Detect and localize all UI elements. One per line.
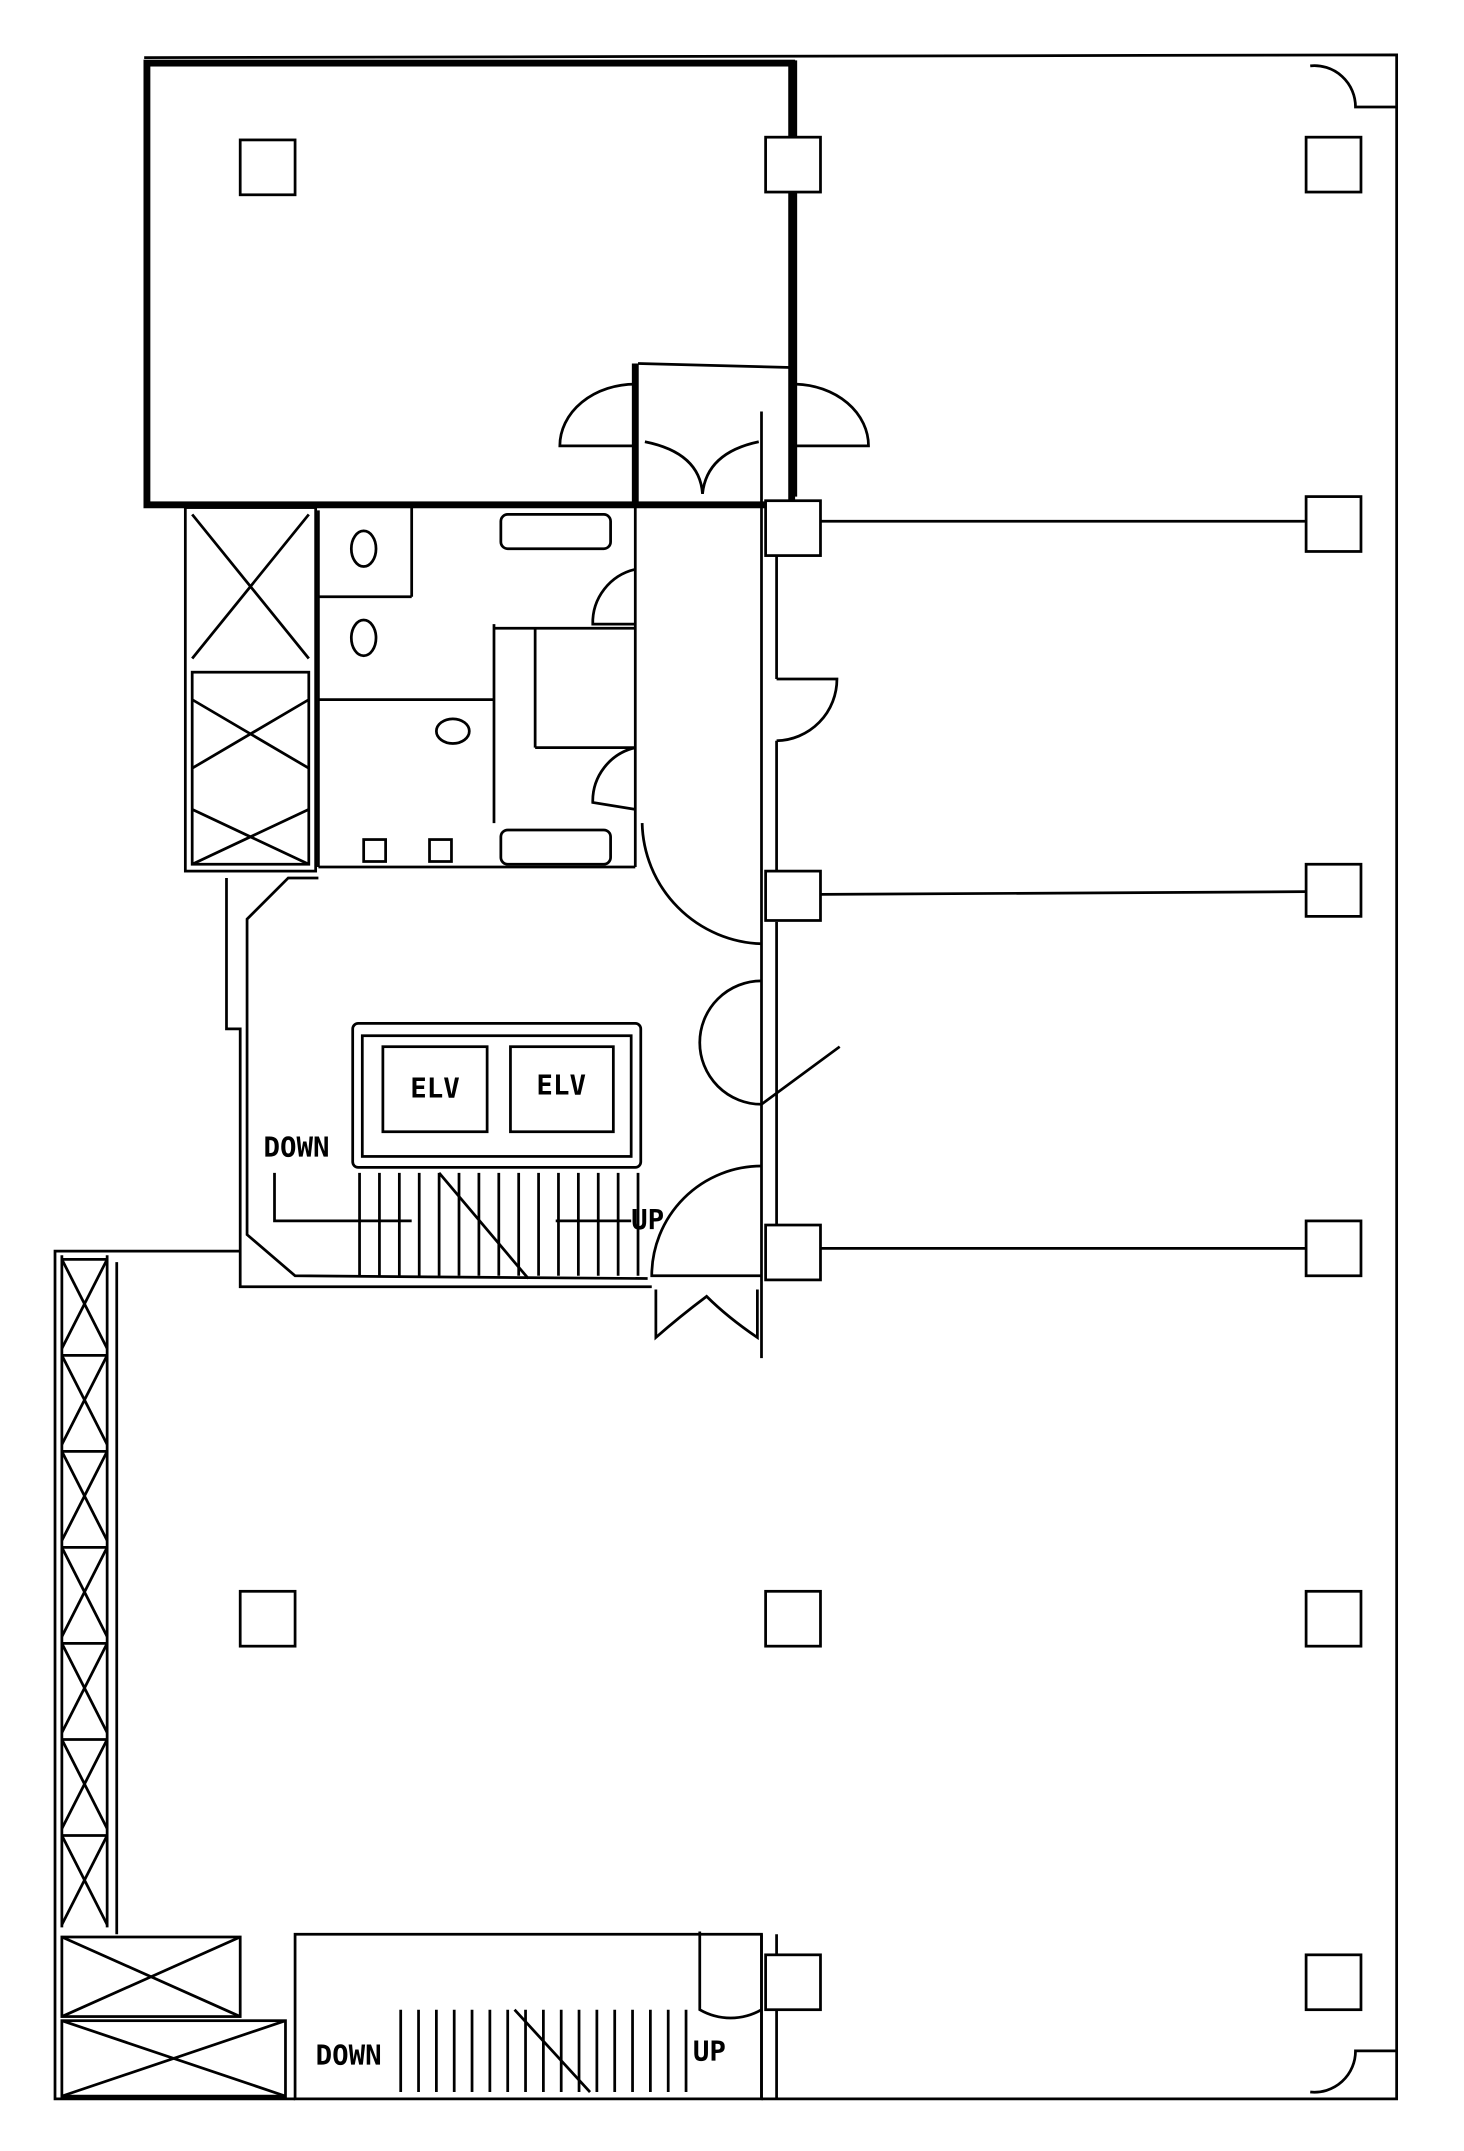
office-partitions (760, 60, 1307, 2099)
outer-walls (53, 53, 1399, 2101)
elevator-label: ELV (410, 1073, 460, 1104)
elevator-label: ELV (536, 1071, 586, 1102)
room-northwest (143, 59, 796, 509)
stair-down-label: DOWN (316, 2041, 382, 2072)
stair-up-label: UP (631, 1205, 664, 1236)
elevator-car-1[interactable]: ELV (381, 1045, 489, 1134)
shaft-cross (60, 1642, 109, 1734)
elevator-bank (351, 1021, 643, 1169)
shaft-cross (60, 1354, 109, 1446)
stair-up-label: UP (693, 2036, 726, 2067)
shaft-cross (60, 1738, 109, 1830)
stair-down-label: DOWN (264, 1132, 330, 1163)
south-stair: DOWN UP (60, 1932, 763, 2101)
elevator-car-2[interactable]: ELV (509, 1045, 615, 1134)
west-shafts (60, 1255, 109, 1928)
shaft-cross (60, 1258, 109, 1350)
shaft-cross (60, 1546, 109, 1638)
doors (558, 64, 1397, 2094)
core-stair: DOWN UP (264, 1132, 664, 1280)
elevator-lobby (225, 876, 652, 1289)
structural-columns (238, 135, 1363, 2012)
shaft-cross (60, 1834, 109, 1926)
restroom-core (183, 506, 637, 873)
shaft-cross (60, 1450, 109, 1542)
